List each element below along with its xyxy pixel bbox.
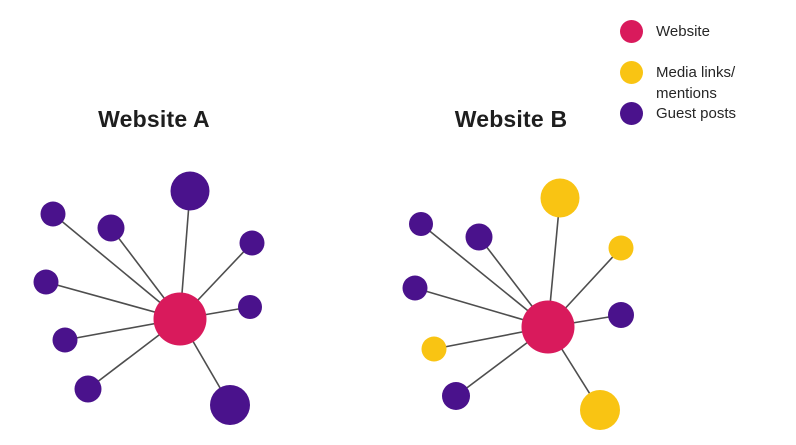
guest-post-node xyxy=(465,223,493,251)
guest-post-node xyxy=(210,385,250,425)
guest-post-node xyxy=(97,214,125,242)
website-hub-node xyxy=(153,292,207,346)
guest-post-node xyxy=(52,327,78,353)
link-edge xyxy=(420,223,549,328)
graph-b-title: Website B xyxy=(454,106,568,132)
guest-post-node xyxy=(239,230,265,256)
guest-post-node xyxy=(238,295,262,319)
website-legend-swatch xyxy=(620,20,643,43)
legend-label: Guest posts xyxy=(656,102,736,124)
legend-label: Media links/mentions xyxy=(656,61,735,104)
legend-label: Website xyxy=(656,20,710,42)
media-link-node xyxy=(608,235,634,261)
guest-post-node xyxy=(40,201,66,227)
legend-label-line: Media links/ xyxy=(656,64,736,81)
guest-post-node xyxy=(608,302,634,328)
guest-post-node xyxy=(442,382,470,410)
legend-label-line: mentions xyxy=(656,85,717,102)
media-link-node xyxy=(421,336,447,362)
website-b-graph xyxy=(402,178,634,430)
website-a-graph xyxy=(33,171,265,425)
guest-post-node xyxy=(402,275,428,301)
legend-label-line: Guest posts xyxy=(656,105,737,122)
media-link-legend-swatch xyxy=(620,61,643,84)
guest-post-node xyxy=(74,375,102,403)
link-edge xyxy=(52,213,181,320)
legend-item-guest-post: Guest posts xyxy=(620,102,736,125)
media-link-node xyxy=(540,178,580,218)
guest-post-node xyxy=(170,171,210,211)
legend-item-website: Website xyxy=(620,20,710,43)
legend-item-media-link: Media links/mentions xyxy=(620,61,735,104)
website-hub-node xyxy=(521,300,575,354)
guest-post-node xyxy=(33,269,59,295)
guest-post-legend-swatch xyxy=(620,102,643,125)
graph-a-title: Website A xyxy=(98,106,210,132)
media-link-node xyxy=(580,390,620,430)
guest-post-node xyxy=(409,212,433,236)
legend-label-line: Website xyxy=(656,23,710,40)
